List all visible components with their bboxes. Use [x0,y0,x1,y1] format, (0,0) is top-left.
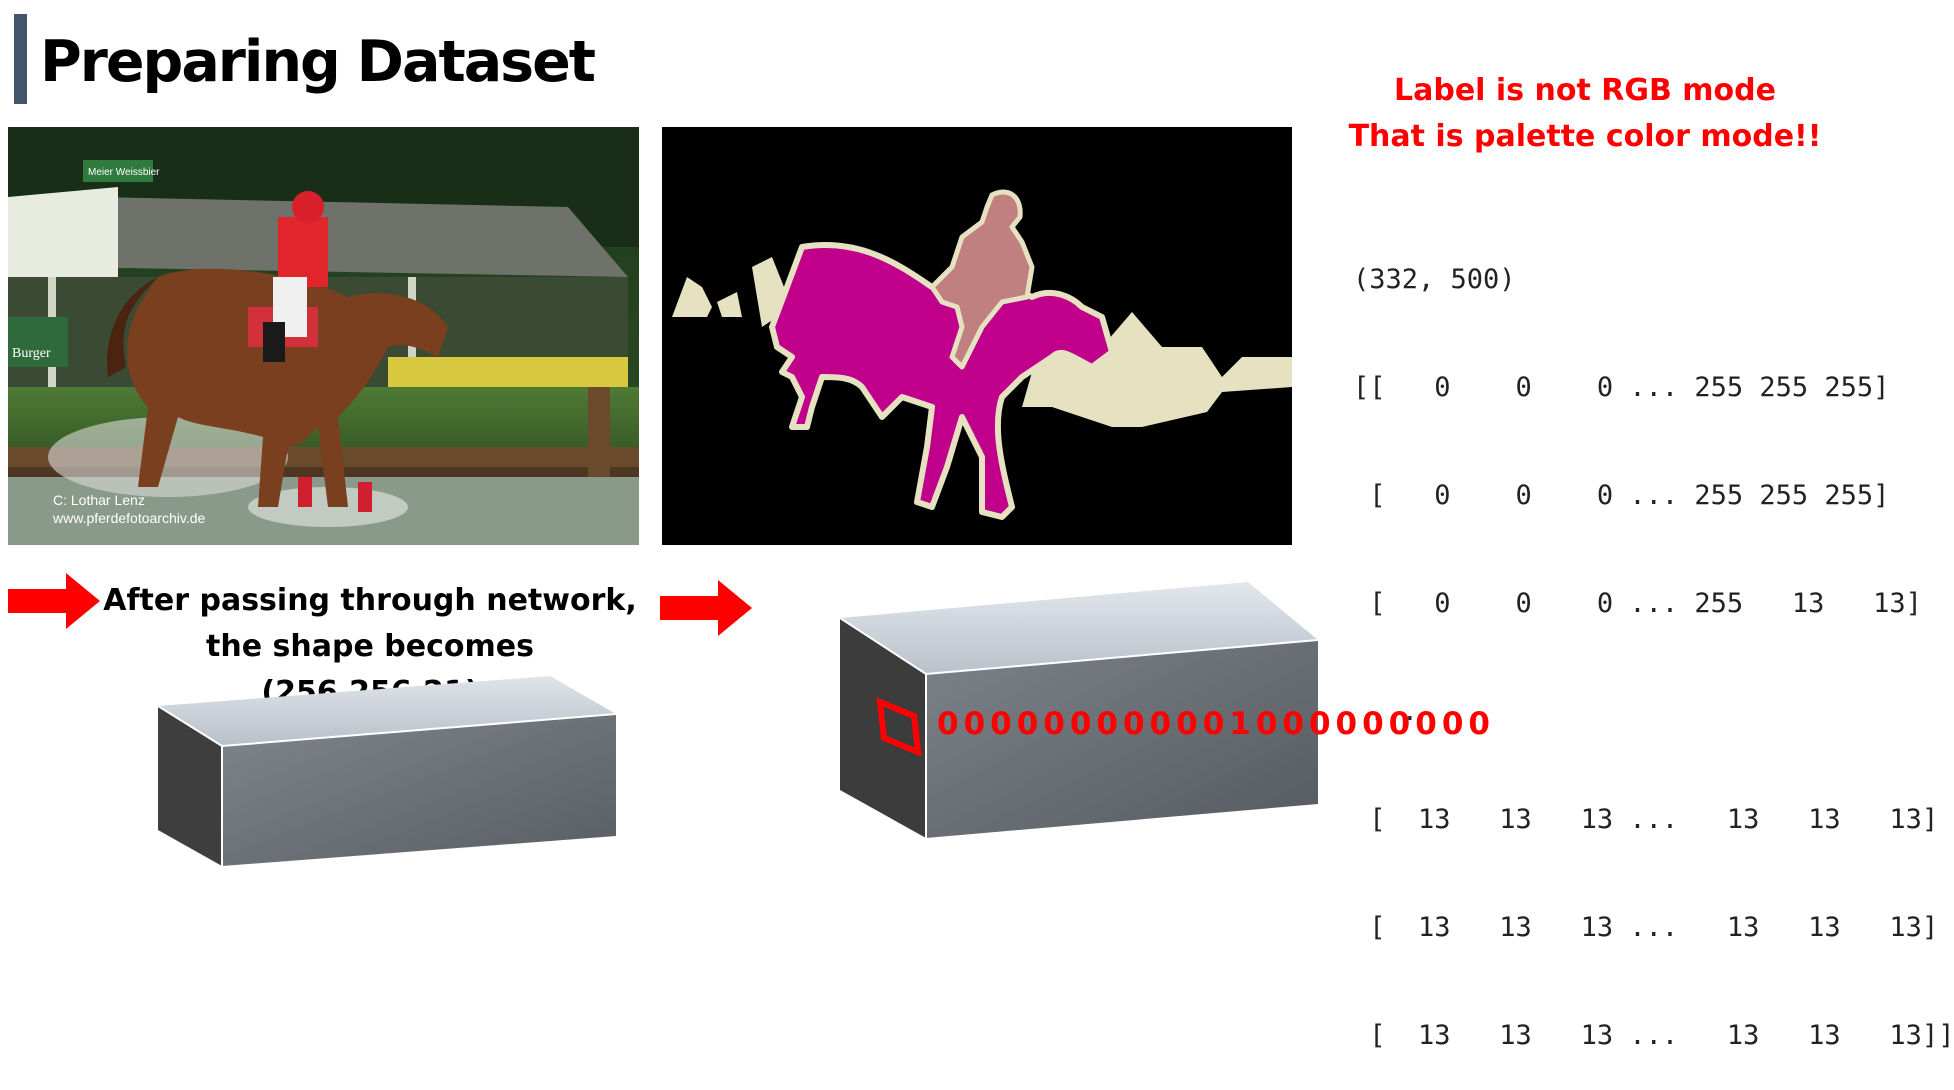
selected-pixel-marker [876,697,922,757]
array-shape: (332, 500) [1353,264,1516,295]
sign-board [83,160,153,182]
right-arrow-icon [660,580,752,636]
photo-credit-url: www.pferdefotoarchiv.de [52,510,205,526]
array-row: [ 13 13 13 ... 13 13 13] [1353,804,1939,835]
array-row: [[ 0 0 0 ... 255 255 255] [1353,372,1890,403]
label-array-output: (332, 500) [[ 0 0 0 ... 255 255 255] [ 0… [1353,190,1954,1090]
note-line-2: That is palette color mode!! [1348,119,1822,154]
array-row: ... [1353,696,1419,727]
sign-text: Meier Weissbier [88,167,160,178]
title-accent-bar [14,14,27,104]
caption-line-1: After passing through network, [103,583,637,618]
horse-photo: Meier Weissbier Burger C: Lothar Lenz ww… [8,127,639,545]
palette-mode-note: Label is not RGB mode That is palette co… [1325,68,1845,160]
page-title: Preparing Dataset [40,29,596,95]
one-hot-vector: 000000000001000000000 [937,706,1495,742]
tensor-box-icon [157,676,617,866]
array-row: [ 13 13 13 ... 13 13 13]] [1353,1020,1954,1051]
array-row: [ 0 0 0 ... 255 255 255] [1353,480,1890,511]
segmentation-label-image [662,127,1292,545]
note-line-1: Label is not RGB mode [1394,73,1776,108]
tensor-box-icon [839,582,1319,838]
banner-text: Burger [12,346,51,361]
photo-credit-name: C: Lothar Lenz [53,492,145,508]
array-row: [ 0 0 0 ... 255 13 13] [1353,588,1922,619]
right-arrow-icon [8,573,100,629]
array-row: [ 13 13 13 ... 13 13 13] [1353,912,1939,943]
